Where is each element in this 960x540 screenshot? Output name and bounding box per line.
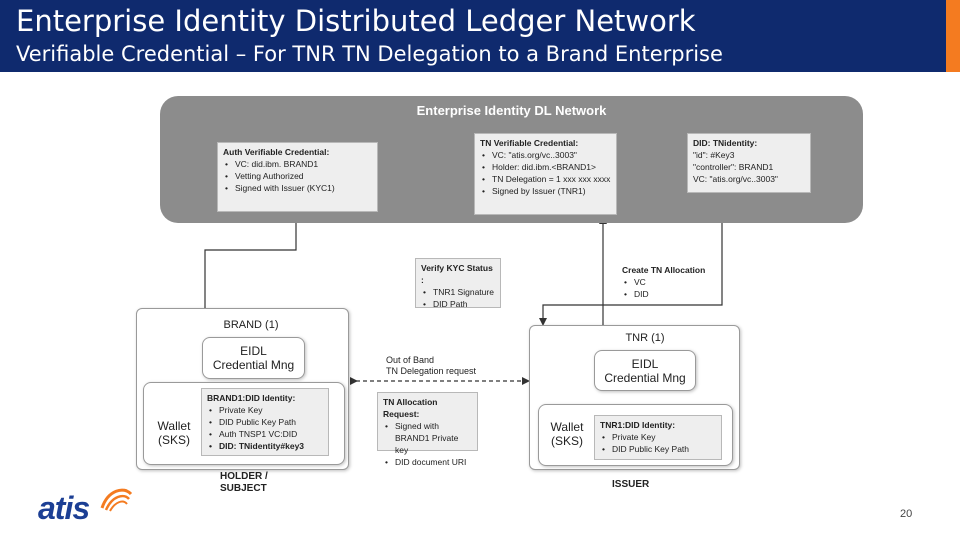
header-bar bbox=[0, 0, 960, 72]
out-of-band-line: TN Delegation request bbox=[386, 366, 477, 376]
credential-mng-line: Credential Mng bbox=[604, 371, 686, 385]
header-accent-stripe bbox=[946, 0, 960, 72]
did-tnidentity-card: DID: TNidentity: "id": #Key3 "controller… bbox=[687, 133, 811, 193]
list-item: Private Key bbox=[207, 404, 323, 416]
list-item: Signed by Issuer (TNR1) bbox=[480, 185, 611, 197]
list-item: TNR1 Signature bbox=[421, 286, 495, 298]
credential-mng-line: EIDL bbox=[631, 357, 659, 371]
slide-title: Enterprise Identity Distributed Ledger N… bbox=[16, 4, 696, 38]
card-heading: BRAND1:DID Identity: bbox=[207, 393, 296, 403]
list-item: DID Public Key Path bbox=[207, 416, 323, 428]
brand-credential-mng-box: EIDL Credential Mng bbox=[202, 337, 305, 379]
tn-allocation-request-card: TN Allocation Request: Signed with BRAND… bbox=[377, 392, 478, 468]
card-heading: TN Verifiable Credential: bbox=[480, 138, 579, 148]
page-number: 20 bbox=[900, 508, 913, 520]
tn-verifiable-credential-card: TN Verifiable Credential: VC: "atis.org/… bbox=[474, 133, 617, 215]
list-item: DID Public Key Path bbox=[600, 443, 716, 455]
wallet-line: Wallet bbox=[157, 419, 191, 433]
atis-logo-swirl-icon bbox=[100, 488, 133, 512]
role-line: SUBJECT bbox=[220, 483, 267, 494]
verify-kyc-status-card: Verify KYC Status : TNR1 Signature DID P… bbox=[415, 258, 501, 310]
brand-to-auth-vc-arrow bbox=[204, 213, 300, 340]
list-item: DID Path bbox=[421, 298, 495, 310]
out-of-band-line: Out of Band bbox=[386, 355, 435, 365]
card-heading: DID: TNidentity: bbox=[693, 138, 758, 148]
out-of-band-label: Out of Band TN Delegation request bbox=[386, 355, 516, 377]
credential-mng-line: EIDL bbox=[240, 344, 267, 358]
list-item: DID bbox=[622, 288, 712, 300]
brand-wallet-label: Wallet (SKS) bbox=[148, 419, 200, 447]
list-item: Auth TNSP1 VC:DID bbox=[207, 428, 323, 440]
list-item: Vetting Authorized bbox=[223, 170, 372, 182]
list-item: DID document URI bbox=[383, 456, 472, 468]
create-tn-allocation-label: Create TN Allocation VC DID bbox=[617, 261, 717, 301]
list-item: TN Delegation = 1 xxx xxx xxxx bbox=[480, 173, 611, 185]
wallet-line: Wallet bbox=[550, 420, 584, 434]
atis-logo: atis bbox=[38, 490, 90, 526]
card-heading: Auth Verifiable Credential: bbox=[223, 147, 330, 157]
issuer-label: ISSUER bbox=[612, 479, 650, 490]
card-line: VC: "atis.org/vc..3003" bbox=[693, 174, 778, 184]
auth-verifiable-credential-card: Auth Verifiable Credential: VC: did.ibm.… bbox=[217, 142, 378, 212]
card-heading: TNR1:DID Identity: bbox=[600, 420, 676, 430]
role-line: HOLDER / bbox=[220, 471, 268, 482]
list-item: Private Key bbox=[600, 431, 716, 443]
list-item: VC: did.ibm. BRAND1 bbox=[223, 158, 372, 170]
tnr-label: TNR (1) bbox=[625, 332, 665, 344]
slide-subtitle: Verifiable Credential – For TNR TN Deleg… bbox=[16, 42, 723, 66]
credential-mng-line: Credential Mng bbox=[212, 358, 295, 372]
card-heading: Create TN Allocation bbox=[622, 265, 706, 275]
list-item: VC bbox=[622, 276, 712, 288]
card-heading: Verify KYC Status : bbox=[421, 263, 493, 285]
card-line: "controller": BRAND1 bbox=[693, 162, 774, 172]
list-item: Holder: did.ibm.<BRAND1> bbox=[480, 161, 611, 173]
tnr-wallet-label: Wallet (SKS) bbox=[543, 420, 591, 448]
list-item: Signed with Issuer (KYC1) bbox=[223, 182, 372, 194]
tnr-credential-mng-box: EIDL Credential Mng bbox=[594, 350, 696, 391]
list-item: Signed with BRAND1 Private key bbox=[383, 420, 472, 456]
network-title: Enterprise Identity DL Network bbox=[416, 103, 607, 118]
list-item: DID: TNidentity#key3 bbox=[207, 440, 323, 452]
tnr-did-identity-card: TNR1:DID Identity: Private Key DID Publi… bbox=[594, 415, 722, 460]
network-to-tnr-arrow bbox=[539, 193, 723, 326]
card-heading: TN Allocation Request: bbox=[383, 397, 438, 419]
card-line: "id": #Key3 bbox=[693, 150, 735, 160]
wallet-line: (SKS) bbox=[550, 434, 583, 448]
list-item: VC: "atis.org/vc..3003" bbox=[480, 149, 611, 161]
holder-subject-label: HOLDER / SUBJECT bbox=[220, 471, 320, 495]
brand-label: BRAND (1) bbox=[223, 319, 279, 331]
wallet-line: (SKS) bbox=[157, 433, 190, 447]
brand-did-identity-card: BRAND1:DID Identity: Private Key DID Pub… bbox=[201, 388, 329, 456]
